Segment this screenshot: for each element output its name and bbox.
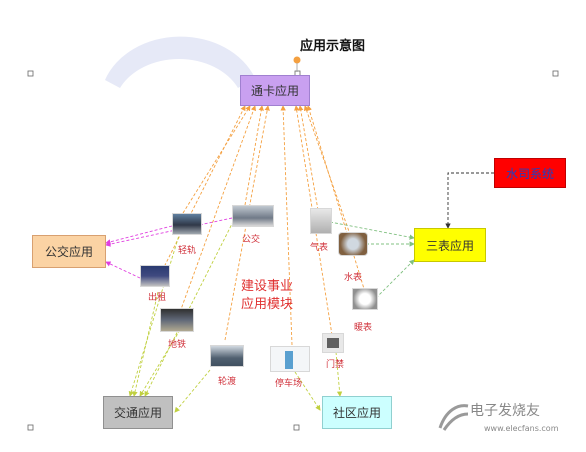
bus-application-label: 公交应用 [44,245,93,259]
water-system-box: 水司系统 [494,158,566,188]
light-rail-photo [172,213,202,235]
bus-application-box: 公交应用 [32,235,106,268]
transport-application-box: 交通应用 [103,396,173,429]
card-application-box: 通卡应用 [240,75,310,106]
selection-handles [27,70,559,431]
light-rail-label: 轻轨 [178,246,197,256]
water-system-label: 水司系统 [505,166,554,181]
community-application-label: 社区应用 [332,406,381,420]
taxi-photo [140,265,170,287]
meter-application-box: 三表应用 [414,228,486,262]
parking-label: 停车场 [275,379,303,389]
community-application-box: 社区应用 [322,396,392,429]
rotate-handle [293,56,301,64]
card-application-label: 通卡应用 [250,84,299,98]
ferry-photo [210,345,244,367]
watermark-url: www.elecfans.com [484,424,559,433]
heat-meter-label: 暖表 [354,323,373,333]
access-control-photo [322,333,344,353]
transport-application-label: 交通应用 [113,406,162,420]
bus-photo [232,205,274,227]
watermark-logo [438,404,469,431]
water-meter-photo [338,232,368,256]
center-text-line-1: 建设事业 [240,279,293,294]
access-control-label: 门禁 [326,360,345,370]
meter-application-label: 三表应用 [425,238,474,253]
watermark-text: 电子发烧友 [470,403,540,419]
ferry-label: 轮渡 [218,377,237,387]
metro-label: 地铁 [168,340,187,350]
construction-module-text: 建设事业 应用模块 [232,278,302,314]
center-text-line-2: 应用模块 [240,297,293,312]
taxi-label: 出租 [148,293,167,303]
gas-meter-photo [310,208,332,234]
decorative-arc [105,36,255,88]
heat-meter-photo [352,288,378,310]
diagram-title: 应用示意图 [300,39,366,54]
metro-photo [160,308,194,332]
water-meter-label: 水表 [344,273,363,283]
parking-photo [270,346,310,372]
gas-meter-label: 气表 [310,243,329,253]
bus-label: 公交 [242,235,261,245]
